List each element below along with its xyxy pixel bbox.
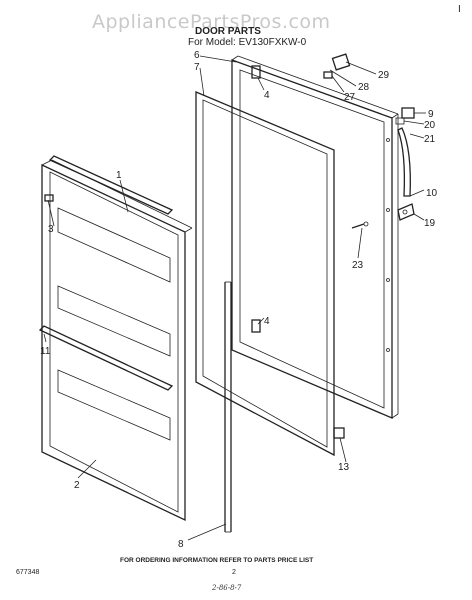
callout-27: 27 — [344, 92, 356, 103]
callout-23: 23 — [352, 260, 364, 271]
callout-1: 1 — [116, 170, 122, 181]
callout-9: 9 — [428, 109, 434, 120]
model-line: For Model: EV130FXKW-0 — [188, 37, 307, 48]
watermark: AppliancePartsPros.com — [92, 11, 331, 33]
callout-7: 7 — [194, 62, 200, 73]
callout-11: 11 — [40, 346, 51, 357]
doc-number: 677348 — [16, 569, 39, 576]
callout-29: 29 — [378, 70, 390, 81]
callout-3: 3 — [48, 224, 54, 235]
breaker-strip — [224, 281, 232, 533]
outer-door-panel — [231, 55, 399, 419]
callout-28: 28 — [358, 82, 370, 93]
hinge-bracket — [395, 107, 415, 125]
corner-mark: I — [458, 4, 461, 15]
callout-19: 19 — [424, 218, 436, 229]
top-trim-strip — [48, 155, 174, 215]
strike-screw — [351, 221, 369, 229]
door-handle — [397, 127, 411, 197]
inner-door-liner — [41, 159, 193, 522]
door-closer — [331, 53, 351, 71]
footer-note: FOR ORDERING INFORMATION REFER TO PARTS … — [120, 557, 313, 564]
leveling-foot — [333, 427, 345, 439]
callout-13: 13 — [338, 462, 350, 473]
hinge-pin-lower — [251, 319, 261, 333]
handwritten-code: 2-86-8-7 — [211, 584, 242, 592]
callout-2: 2 — [74, 480, 80, 491]
callout-4-lower: 4 — [264, 316, 270, 327]
washer — [323, 71, 333, 79]
callout-8: 8 — [178, 539, 184, 550]
door-stop-clip — [44, 194, 54, 202]
door-gasket — [195, 91, 335, 457]
shelf-trim-bar — [38, 325, 174, 391]
callout-21: 21 — [424, 134, 436, 145]
handle-bracket — [397, 203, 415, 221]
callout-6: 6 — [194, 50, 200, 61]
callout-10: 10 — [426, 188, 438, 199]
callout-20: 20 — [424, 120, 436, 131]
hinge-pin — [251, 65, 261, 79]
page-title: DOOR PARTS — [195, 26, 261, 37]
callout-4-upper: 4 — [264, 90, 270, 101]
page-number: 2 — [232, 569, 236, 576]
